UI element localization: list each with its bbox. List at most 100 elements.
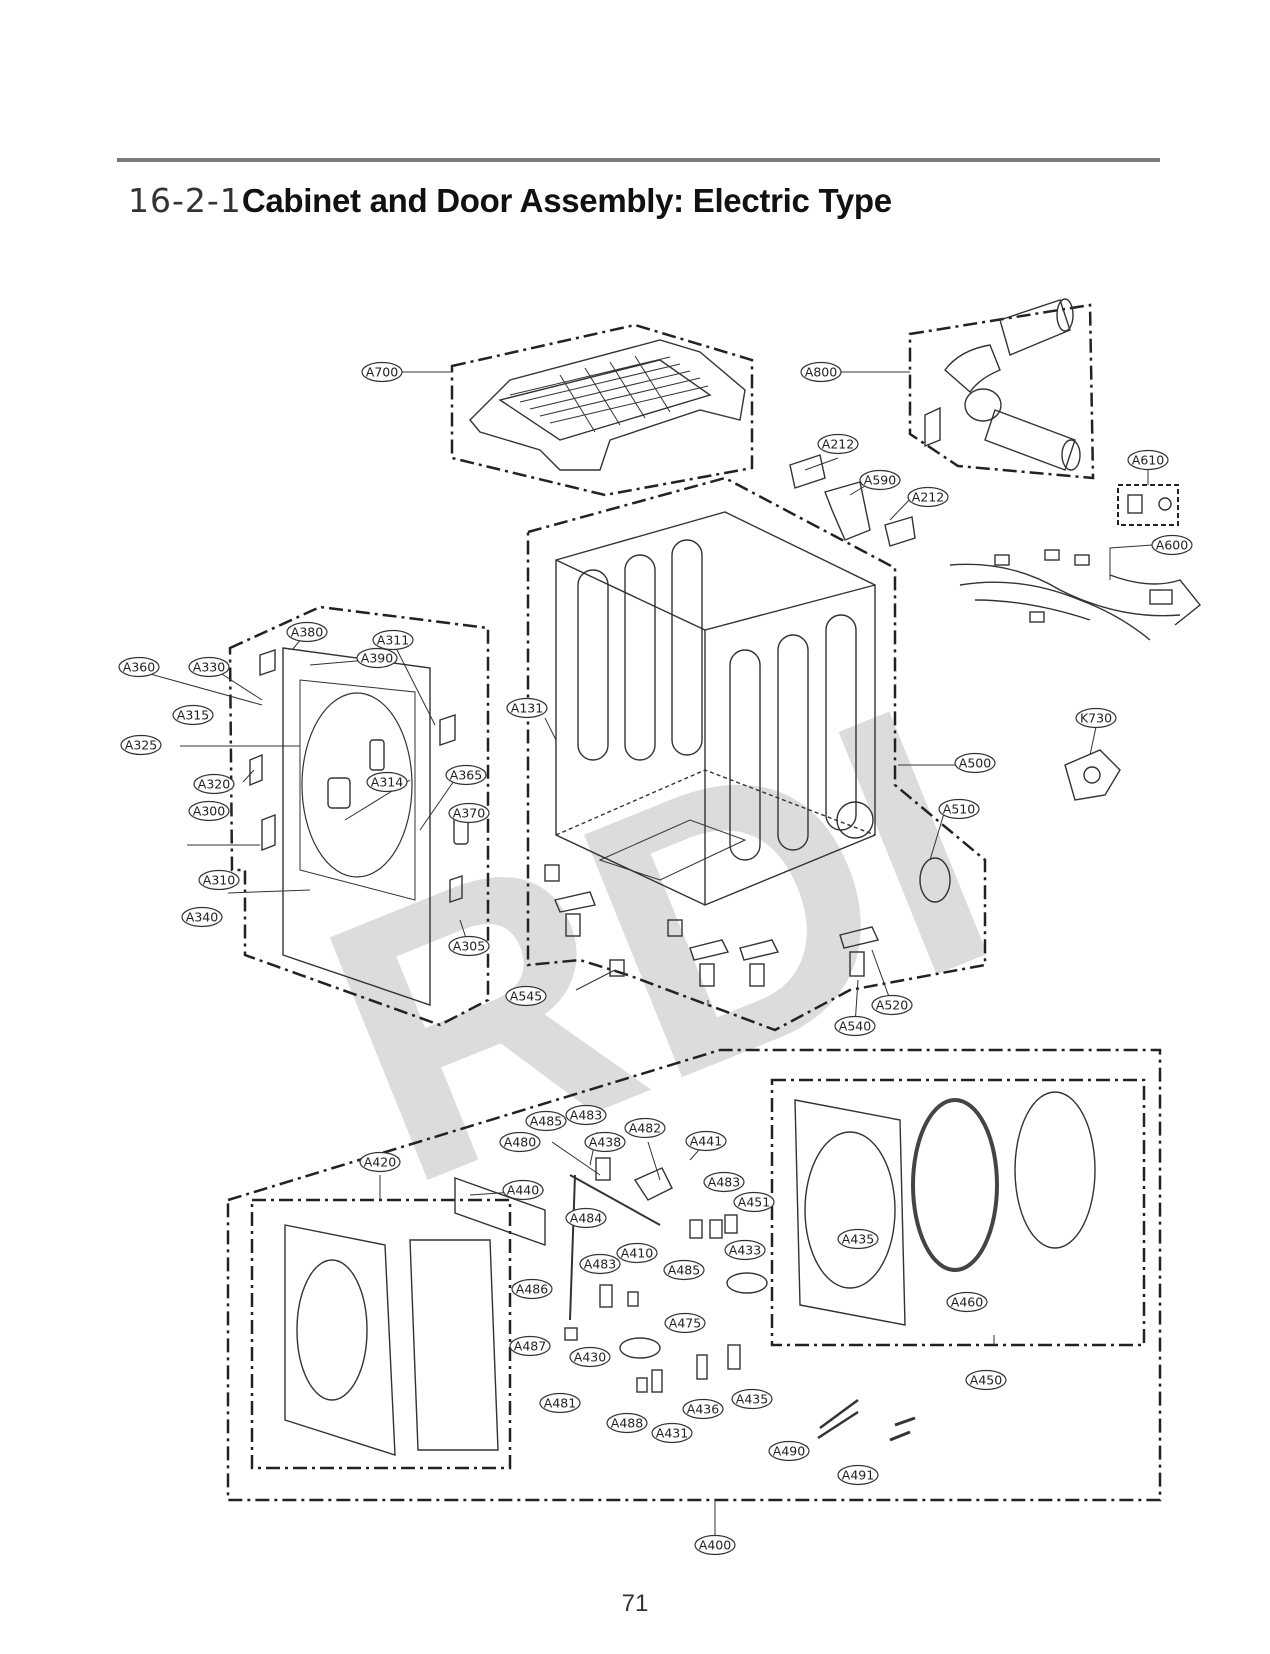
svg-text:A486: A486 [516, 1282, 548, 1297]
group-a610 [1117, 484, 1179, 526]
callout-a520: A520 [871, 994, 913, 1016]
callout-a360: A360 [118, 656, 160, 678]
bracket-parts [789, 454, 916, 547]
svg-text:A340: A340 [186, 910, 218, 925]
svg-text:A483: A483 [708, 1175, 740, 1190]
callout-a610: A610 [1127, 449, 1169, 471]
callout-a431: A431 [651, 1422, 693, 1444]
svg-text:A485: A485 [530, 1114, 562, 1129]
callout-a450: A450 [965, 1369, 1007, 1391]
callout-a441: A441 [685, 1130, 727, 1152]
svg-text:A490: A490 [773, 1444, 805, 1459]
leg-parts [544, 864, 879, 987]
callout-a440: A440 [502, 1179, 544, 1201]
svg-text:A325: A325 [125, 738, 157, 753]
svg-text:A700: A700 [366, 365, 398, 380]
callout-a370: A370 [448, 802, 490, 824]
svg-text:A485: A485 [668, 1263, 700, 1278]
svg-text:A481: A481 [544, 1396, 576, 1411]
callout-k730: K730 [1075, 707, 1117, 729]
callout-a480: A480 [499, 1131, 541, 1153]
callout-a212: A212 [817, 433, 859, 455]
callout-a380: A380 [286, 621, 328, 643]
svg-text:A460: A460 [951, 1295, 983, 1310]
svg-text:A450: A450 [970, 1373, 1002, 1388]
part-callouts: A700 A800 A212 A590 A212 A610 A600 A380 … [118, 361, 1193, 1556]
svg-text:A510: A510 [943, 802, 975, 817]
callout-a310: A310 [198, 869, 240, 891]
callout-a435-2: A435 [731, 1388, 773, 1410]
svg-text:A545: A545 [510, 989, 542, 1004]
svg-text:A483: A483 [570, 1108, 602, 1123]
callout-a305: A305 [448, 935, 490, 957]
callout-a475: A475 [664, 1312, 706, 1334]
svg-text:A370: A370 [453, 806, 485, 821]
svg-text:A433: A433 [729, 1243, 761, 1258]
svg-text:A590: A590 [864, 473, 896, 488]
page-title: 16-2-1Cabinet and Door Assembly: Electri… [128, 181, 892, 220]
svg-text:A520: A520 [876, 998, 908, 1013]
svg-text:A800: A800 [805, 365, 837, 380]
callout-a500: A500 [954, 752, 996, 774]
svg-text:A487: A487 [514, 1339, 546, 1354]
svg-text:A451: A451 [738, 1195, 770, 1210]
callout-a320: A320 [193, 773, 235, 795]
callout-a435: A435 [837, 1228, 879, 1250]
svg-text:K730: K730 [1080, 711, 1112, 726]
callout-a483: A483 [565, 1104, 607, 1126]
callout-a483-3: A483 [579, 1253, 621, 1275]
door-front-part [284, 1177, 546, 1456]
svg-text:A600: A600 [1156, 538, 1188, 553]
section-number: 16-2-1 [128, 181, 242, 220]
svg-text:A435: A435 [736, 1392, 768, 1407]
svg-text:A300: A300 [193, 804, 225, 819]
callout-a800: A800 [800, 361, 842, 383]
svg-text:A491: A491 [842, 1468, 874, 1483]
callout-a451: A451 [733, 1191, 775, 1213]
svg-text:A482: A482 [629, 1121, 661, 1136]
callout-a212-2: A212 [907, 486, 949, 508]
callout-a490: A490 [768, 1440, 810, 1462]
svg-text:A320: A320 [198, 777, 230, 792]
svg-text:A440: A440 [507, 1183, 539, 1198]
svg-text:A390: A390 [361, 651, 393, 666]
callout-a436: A436 [682, 1398, 724, 1420]
callout-a510: A510 [938, 798, 980, 820]
svg-text:A314: A314 [371, 775, 403, 790]
callout-a545: A545 [505, 985, 547, 1007]
callout-a487: A487 [509, 1335, 551, 1357]
callout-a484: A484 [565, 1207, 607, 1229]
callout-a311: A311 [372, 629, 414, 651]
svg-text:A475: A475 [669, 1316, 701, 1331]
callout-a488: A488 [606, 1412, 648, 1434]
svg-text:A365: A365 [450, 768, 482, 783]
svg-text:A483: A483 [584, 1257, 616, 1272]
callout-a481: A481 [539, 1392, 581, 1414]
callout-a590: A590 [859, 469, 901, 491]
callout-a390: A390 [356, 647, 398, 669]
svg-text:A610: A610 [1132, 453, 1164, 468]
callout-a315: A315 [172, 704, 214, 726]
callout-a482: A482 [624, 1117, 666, 1139]
callout-a420: A420 [359, 1151, 401, 1173]
callout-a700: A700 [361, 361, 403, 383]
header-rule [117, 158, 1160, 162]
cabinet-part [555, 511, 876, 906]
callout-a340: A340 [181, 906, 223, 928]
callout-a491: A491 [837, 1464, 879, 1486]
group-door-front [250, 1198, 512, 1470]
a610-part [1127, 494, 1172, 514]
callout-a400: A400 [694, 1534, 736, 1556]
exhaust-duct-part [924, 298, 1081, 471]
callout-a430: A430 [569, 1346, 611, 1368]
page-number: 71 [621, 1590, 649, 1617]
callout-a131: A131 [506, 697, 548, 719]
svg-text:A330: A330 [193, 660, 225, 675]
section-title: Cabinet and Door Assembly: Electric Type [241, 182, 892, 219]
callout-a486: A486 [511, 1278, 553, 1300]
front-panel-part [249, 647, 469, 1006]
svg-text:A305: A305 [453, 939, 485, 954]
svg-text:A212: A212 [912, 490, 944, 505]
svg-text:A438: A438 [589, 1135, 621, 1150]
